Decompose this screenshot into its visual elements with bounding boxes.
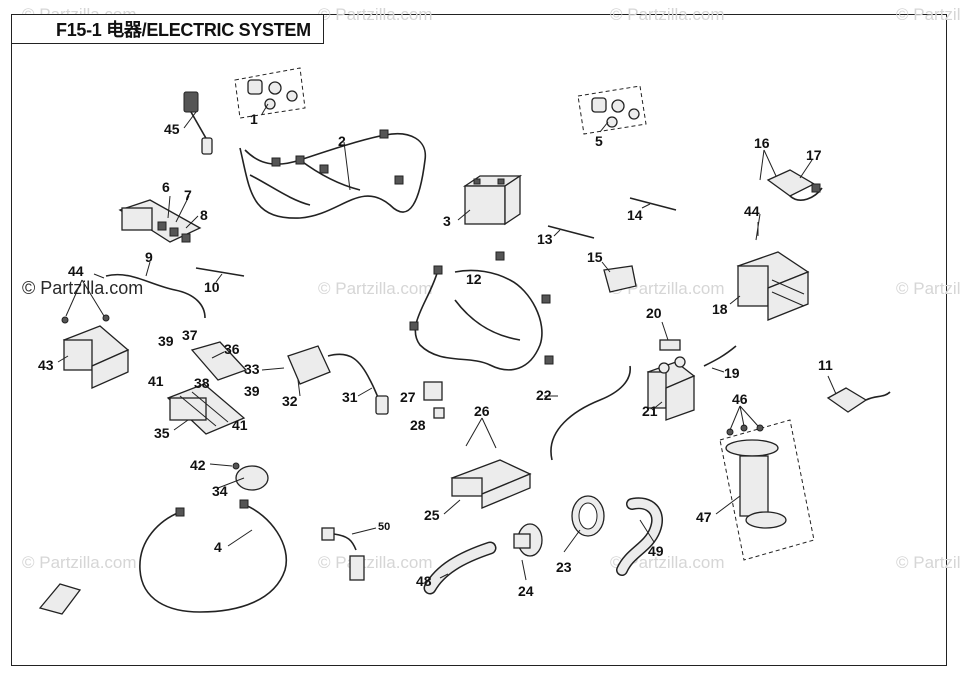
callout-35: 35	[154, 425, 170, 441]
part-13-rod	[547, 225, 595, 239]
callout-41: 41	[148, 373, 164, 389]
callout-6: 6	[162, 179, 170, 195]
callout-14: 14	[627, 207, 643, 223]
callout-4: 4	[214, 539, 222, 555]
part-10-rod	[195, 267, 245, 277]
callout-19: 19	[724, 365, 740, 381]
callout-45: 45	[164, 121, 180, 137]
callout-labels: 1 2 3 4 5 6 7 8 9 10 11 12 13 14 15 16 1…	[38, 111, 833, 599]
watermark: © Partzilla.com	[896, 553, 960, 572]
watermark: © Partzilla.com	[896, 5, 960, 24]
callout-3: 3	[443, 213, 451, 229]
part-19-hose	[703, 345, 737, 367]
part-50-sensor	[321, 527, 365, 581]
part-17-module	[766, 169, 823, 201]
part-1-connector-kit	[234, 67, 306, 119]
part-14-rod	[629, 197, 677, 211]
part-23-clamp	[571, 495, 605, 537]
watermark: © Partzilla.com	[318, 553, 433, 572]
callout-13: 13	[537, 231, 553, 247]
callout-21: 21	[642, 403, 658, 419]
callout-26: 26	[474, 403, 490, 419]
callout-50: 50	[378, 521, 390, 533]
callout-18: 18	[712, 301, 728, 317]
diagram-frame	[11, 14, 947, 666]
callout-7: 7	[184, 187, 192, 203]
page-title: F15-1 电器/ELECTRIC SYSTEM	[56, 20, 311, 40]
watermark: © Partzilla.com	[22, 553, 137, 572]
callout-49: 49	[648, 543, 664, 559]
part-43-ecu	[61, 314, 130, 390]
callout-46: 46	[732, 391, 748, 407]
part-11-sensor	[826, 387, 891, 413]
part-5-connector-kit	[577, 85, 647, 135]
part-15-bracket	[603, 265, 637, 293]
watermark: © Partzilla.com	[896, 279, 960, 298]
callout-28: 28	[410, 417, 426, 433]
callout-48: 48	[416, 573, 432, 589]
callout-36: 36	[224, 341, 240, 357]
part-9-wire	[105, 273, 206, 319]
callout-39b: 39	[244, 383, 260, 399]
part-4-harness	[139, 499, 288, 613]
part-22-wire	[550, 365, 631, 461]
callout-10: 10	[204, 279, 220, 295]
callout-11: 11	[818, 357, 833, 373]
part-47-fuel-pump	[719, 419, 815, 561]
callout-20: 20	[646, 305, 662, 321]
watermark: © Partzilla.com	[318, 279, 433, 298]
part-3-battery	[462, 174, 523, 226]
watermark: © Partzilla.com	[610, 279, 725, 298]
part-32-ignition-coil	[287, 345, 389, 415]
part-8-relay-block	[118, 199, 202, 243]
callout-24: 24	[518, 583, 534, 599]
callout-47: 47	[696, 509, 712, 525]
bracket	[38, 583, 82, 615]
callout-17: 17	[806, 147, 822, 163]
callout-32: 32	[282, 393, 298, 409]
leader-lines	[57, 103, 837, 581]
callout-44: 44	[68, 263, 84, 279]
part-21-starter-relay	[646, 339, 696, 421]
callout-38: 38	[194, 375, 210, 391]
watermark-layer: © Partzilla.com © Partzilla.com © Partzi…	[22, 5, 960, 572]
callout-12: 12	[466, 271, 482, 287]
part-34-horn	[232, 462, 269, 491]
callout-41b: 41	[232, 417, 248, 433]
part-12-harness	[409, 251, 554, 371]
part-25-module	[450, 459, 532, 509]
watermark: © Partzilla.com	[610, 5, 725, 24]
title-box: F15-1 电器/ELECTRIC SYSTEM	[11, 14, 324, 44]
callout-15: 15	[587, 249, 603, 265]
part-2-main-harness	[239, 129, 427, 219]
callout-16: 16	[754, 135, 770, 151]
callout-5: 5	[595, 133, 603, 149]
callout-39: 39	[158, 333, 174, 349]
part-18-regulator	[736, 251, 810, 321]
callout-44b: 44	[744, 203, 760, 219]
callout-1: 1	[250, 111, 258, 127]
side-watermark: © Partzilla.com	[22, 278, 143, 298]
callout-9: 9	[145, 249, 153, 265]
part-45-sensor	[183, 91, 213, 155]
callout-2: 2	[338, 133, 346, 149]
callout-23: 23	[556, 559, 572, 575]
part-28-clip	[433, 407, 445, 419]
callout-37: 37	[182, 327, 198, 343]
callout-22: 22	[536, 387, 552, 403]
callout-8: 8	[200, 207, 208, 223]
callout-25: 25	[424, 507, 440, 523]
part-36-fuse-cover	[190, 341, 248, 381]
callout-34: 34	[212, 483, 228, 499]
callout-27: 27	[400, 389, 416, 405]
watermark: © Partzilla.com	[318, 5, 433, 24]
callout-31: 31	[342, 389, 358, 405]
part-24-throttle	[513, 523, 543, 557]
callout-43: 43	[38, 357, 54, 373]
part-27-relay	[423, 381, 443, 401]
callout-42: 42	[190, 457, 206, 473]
callout-33: 33	[244, 361, 260, 377]
